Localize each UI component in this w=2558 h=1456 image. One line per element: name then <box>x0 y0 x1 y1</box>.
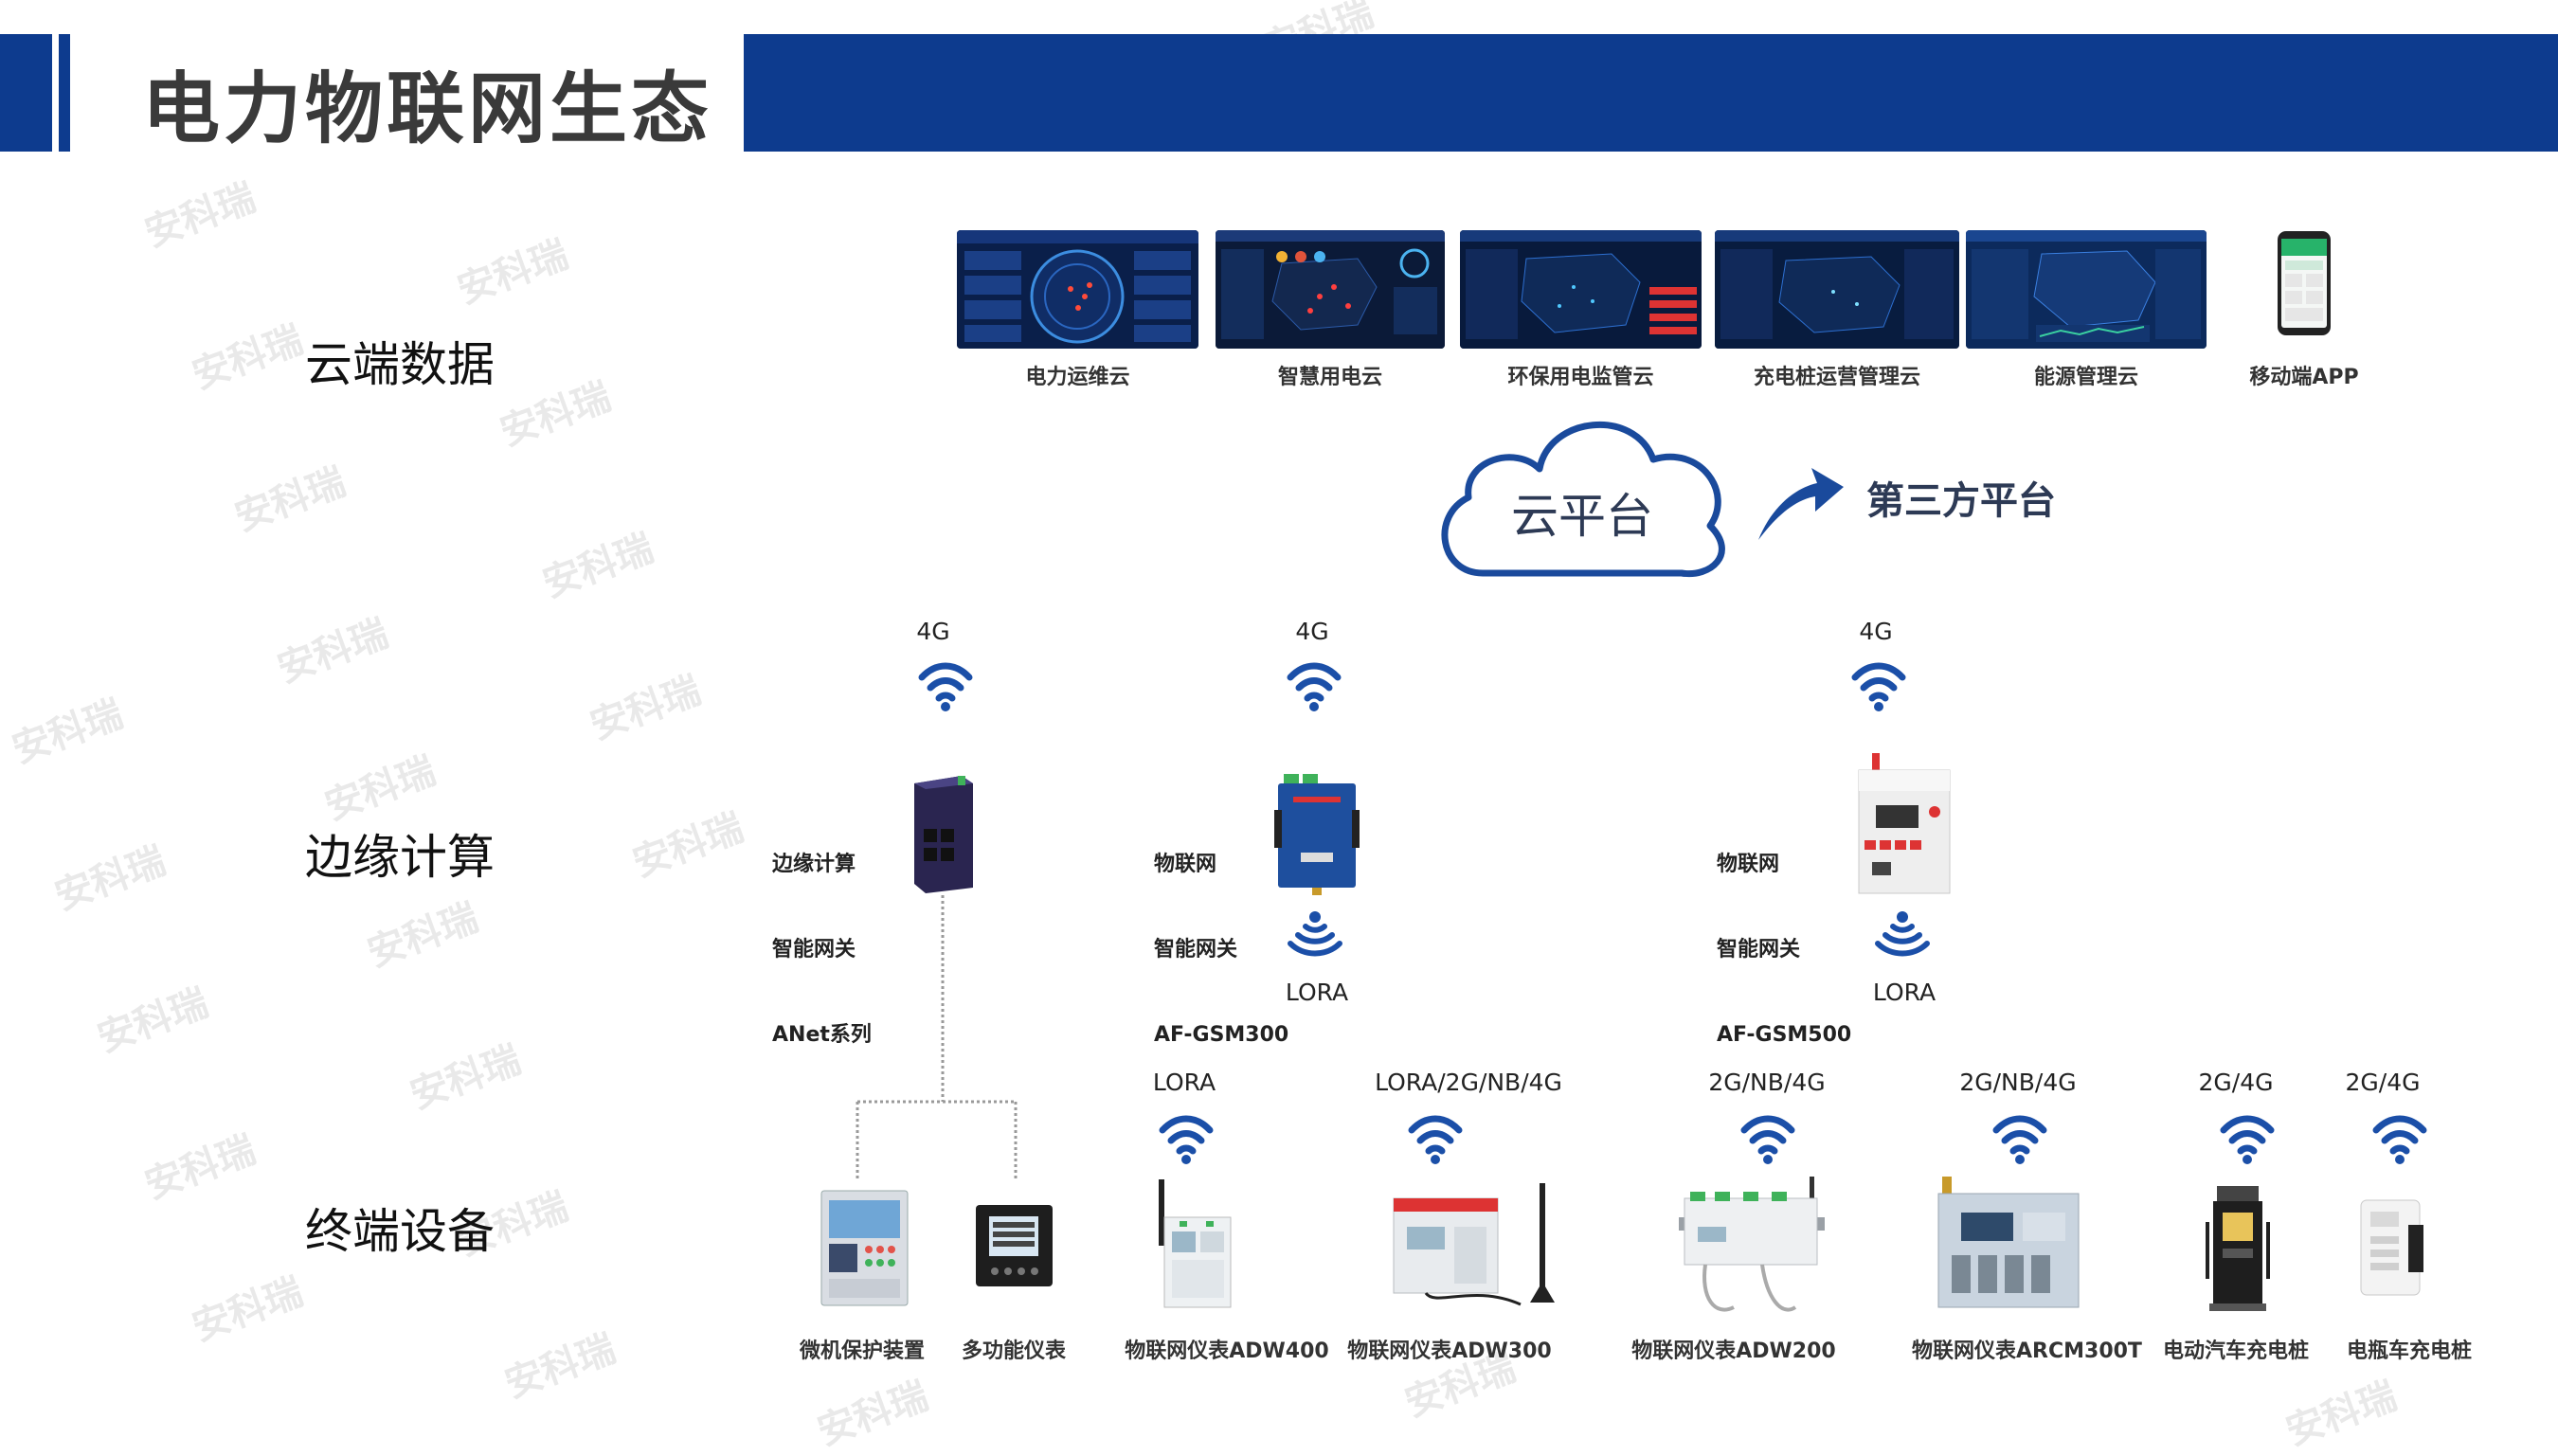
wifi-icon <box>1407 1111 1464 1170</box>
cloud-app-label: 环保用电监管云 <box>1507 366 1654 389</box>
cloud-app-screenshot-ops[interactable] <box>957 230 1198 349</box>
multifunction-meter <box>974 1203 1054 1288</box>
lora-signal-icon <box>1874 909 1931 961</box>
watermark: 安科瑞 <box>499 1326 621 1407</box>
terminal-label: 物联网仪表ADW200 <box>1631 1339 1836 1363</box>
cloud-icon <box>1426 403 1738 583</box>
cloud-app-label: 充电桩运营管理云 <box>1753 366 1920 389</box>
cloud-app-screenshot-energy[interactable] <box>1966 230 2207 349</box>
watermark: 安科瑞 <box>7 692 129 772</box>
wifi-icon <box>1739 1111 1796 1170</box>
gsm500-gateway-device <box>1857 753 1952 900</box>
watermark: 安科瑞 <box>319 748 441 829</box>
network-label: 4G <box>916 618 950 645</box>
gateway-label-gsm500: 物联网 智能网关 AF-GSM500 <box>1717 853 1852 1047</box>
watermark: 安科瑞 <box>627 805 749 886</box>
iot-meter-arcm300t <box>1933 1175 2084 1317</box>
gateway-connector <box>853 895 1023 1179</box>
third-party-platform-label: 第三方平台 <box>1866 479 2056 523</box>
ebike-charging-pile <box>2357 1196 2428 1301</box>
title-accent-bar <box>59 34 70 152</box>
watermark: 安科瑞 <box>495 374 617 455</box>
gateway-label-gsm300: 物联网 智能网关 AF-GSM300 <box>1154 853 1289 1047</box>
terminal-label: 电瓶车充电桩 <box>2346 1339 2472 1363</box>
wifi-icon <box>2219 1111 2276 1170</box>
watermark: 安科瑞 <box>2280 1374 2403 1454</box>
terminal-label: 微机保护装置 <box>799 1339 925 1363</box>
terminal-label: 物联网仪表ADW400 <box>1125 1339 1329 1363</box>
watermark: 安科瑞 <box>585 668 707 748</box>
iot-meter-adw200 <box>1677 1175 1828 1321</box>
network-label: 4G <box>1859 618 1893 645</box>
wifi-icon <box>1158 1111 1215 1170</box>
anet-gateway-device <box>905 772 981 895</box>
cloud-app-screenshot-charging[interactable] <box>1715 230 1959 349</box>
cloud-platform-label: 云平台 <box>1511 489 1653 544</box>
terminal-label: 物联网仪表ADW300 <box>1347 1339 1552 1363</box>
arrow-icon <box>1753 455 1847 549</box>
layer-label-cloud: 云端数据 <box>305 337 495 392</box>
terminal-label: 多功能仪表 <box>961 1339 1066 1363</box>
network-label: 2G/NB/4G <box>1708 1069 1826 1096</box>
watermark: 安科瑞 <box>537 526 659 606</box>
lora-signal-icon <box>1287 909 1343 961</box>
network-label: LORA <box>1285 979 1349 1006</box>
network-label: 2G/4G <box>2198 1069 2274 1096</box>
network-label: LORA <box>1152 1069 1216 1096</box>
cloud-app-screenshot-env[interactable] <box>1460 230 1702 349</box>
watermark: 安科瑞 <box>229 459 351 540</box>
gsm300-gateway-device <box>1274 772 1360 895</box>
network-label: 4G <box>1295 618 1329 645</box>
network-label: LORA/2G/NB/4G <box>1375 1069 1562 1096</box>
cloud-app-screenshot-smart[interactable] <box>1216 230 1445 349</box>
iot-meter-adw300 <box>1388 1179 1568 1312</box>
ev-charging-pile <box>2200 1184 2276 1312</box>
watermark: 安科瑞 <box>187 1269 309 1350</box>
watermark: 安科瑞 <box>272 611 394 692</box>
watermark: 安科瑞 <box>452 232 574 313</box>
network-label: LORA <box>1872 979 1937 1006</box>
title-band <box>744 34 2558 152</box>
watermark: 安科瑞 <box>49 838 171 919</box>
cloud-app-label: 智慧用电云 <box>1277 366 1382 389</box>
wifi-icon <box>1286 658 1342 717</box>
terminal-label: 电动汽车充电桩 <box>2162 1339 2309 1363</box>
network-label: 2G/NB/4G <box>1959 1069 2077 1096</box>
network-label: 2G/4G <box>2345 1069 2421 1096</box>
cloud-app-phone[interactable] <box>2277 230 2332 336</box>
watermark: 安科瑞 <box>405 1037 527 1118</box>
wifi-icon <box>2371 1111 2428 1170</box>
wifi-icon <box>1991 1111 2048 1170</box>
watermark: 安科瑞 <box>139 1127 261 1208</box>
watermark: 安科瑞 <box>139 175 261 256</box>
wifi-icon <box>1850 658 1907 717</box>
cloud-app-label: 移动端APP <box>2249 366 2359 389</box>
terminal-label: 物联网仪表ARCM300T <box>1912 1339 2142 1363</box>
title-accent-bar <box>0 34 52 152</box>
cloud-app-label: 能源管理云 <box>2033 366 2138 389</box>
page-title: 电力物联网生态 <box>142 64 713 154</box>
iot-meter-adw400 <box>1151 1179 1236 1312</box>
watermark: 安科瑞 <box>92 980 214 1061</box>
microcomputer-protection-device <box>820 1189 910 1307</box>
gateway-label-anet: 边缘计算 智能网关 ANet系列 <box>772 853 872 1047</box>
layer-label-terminal: 终端设备 <box>305 1204 495 1259</box>
watermark: 安科瑞 <box>812 1374 934 1454</box>
watermark: 安科瑞 <box>187 317 309 398</box>
layer-label-edge: 边缘计算 <box>305 830 495 885</box>
wifi-icon <box>917 658 974 717</box>
cloud-app-label: 电力运维云 <box>1025 366 1130 389</box>
watermark: 安科瑞 <box>362 895 484 976</box>
